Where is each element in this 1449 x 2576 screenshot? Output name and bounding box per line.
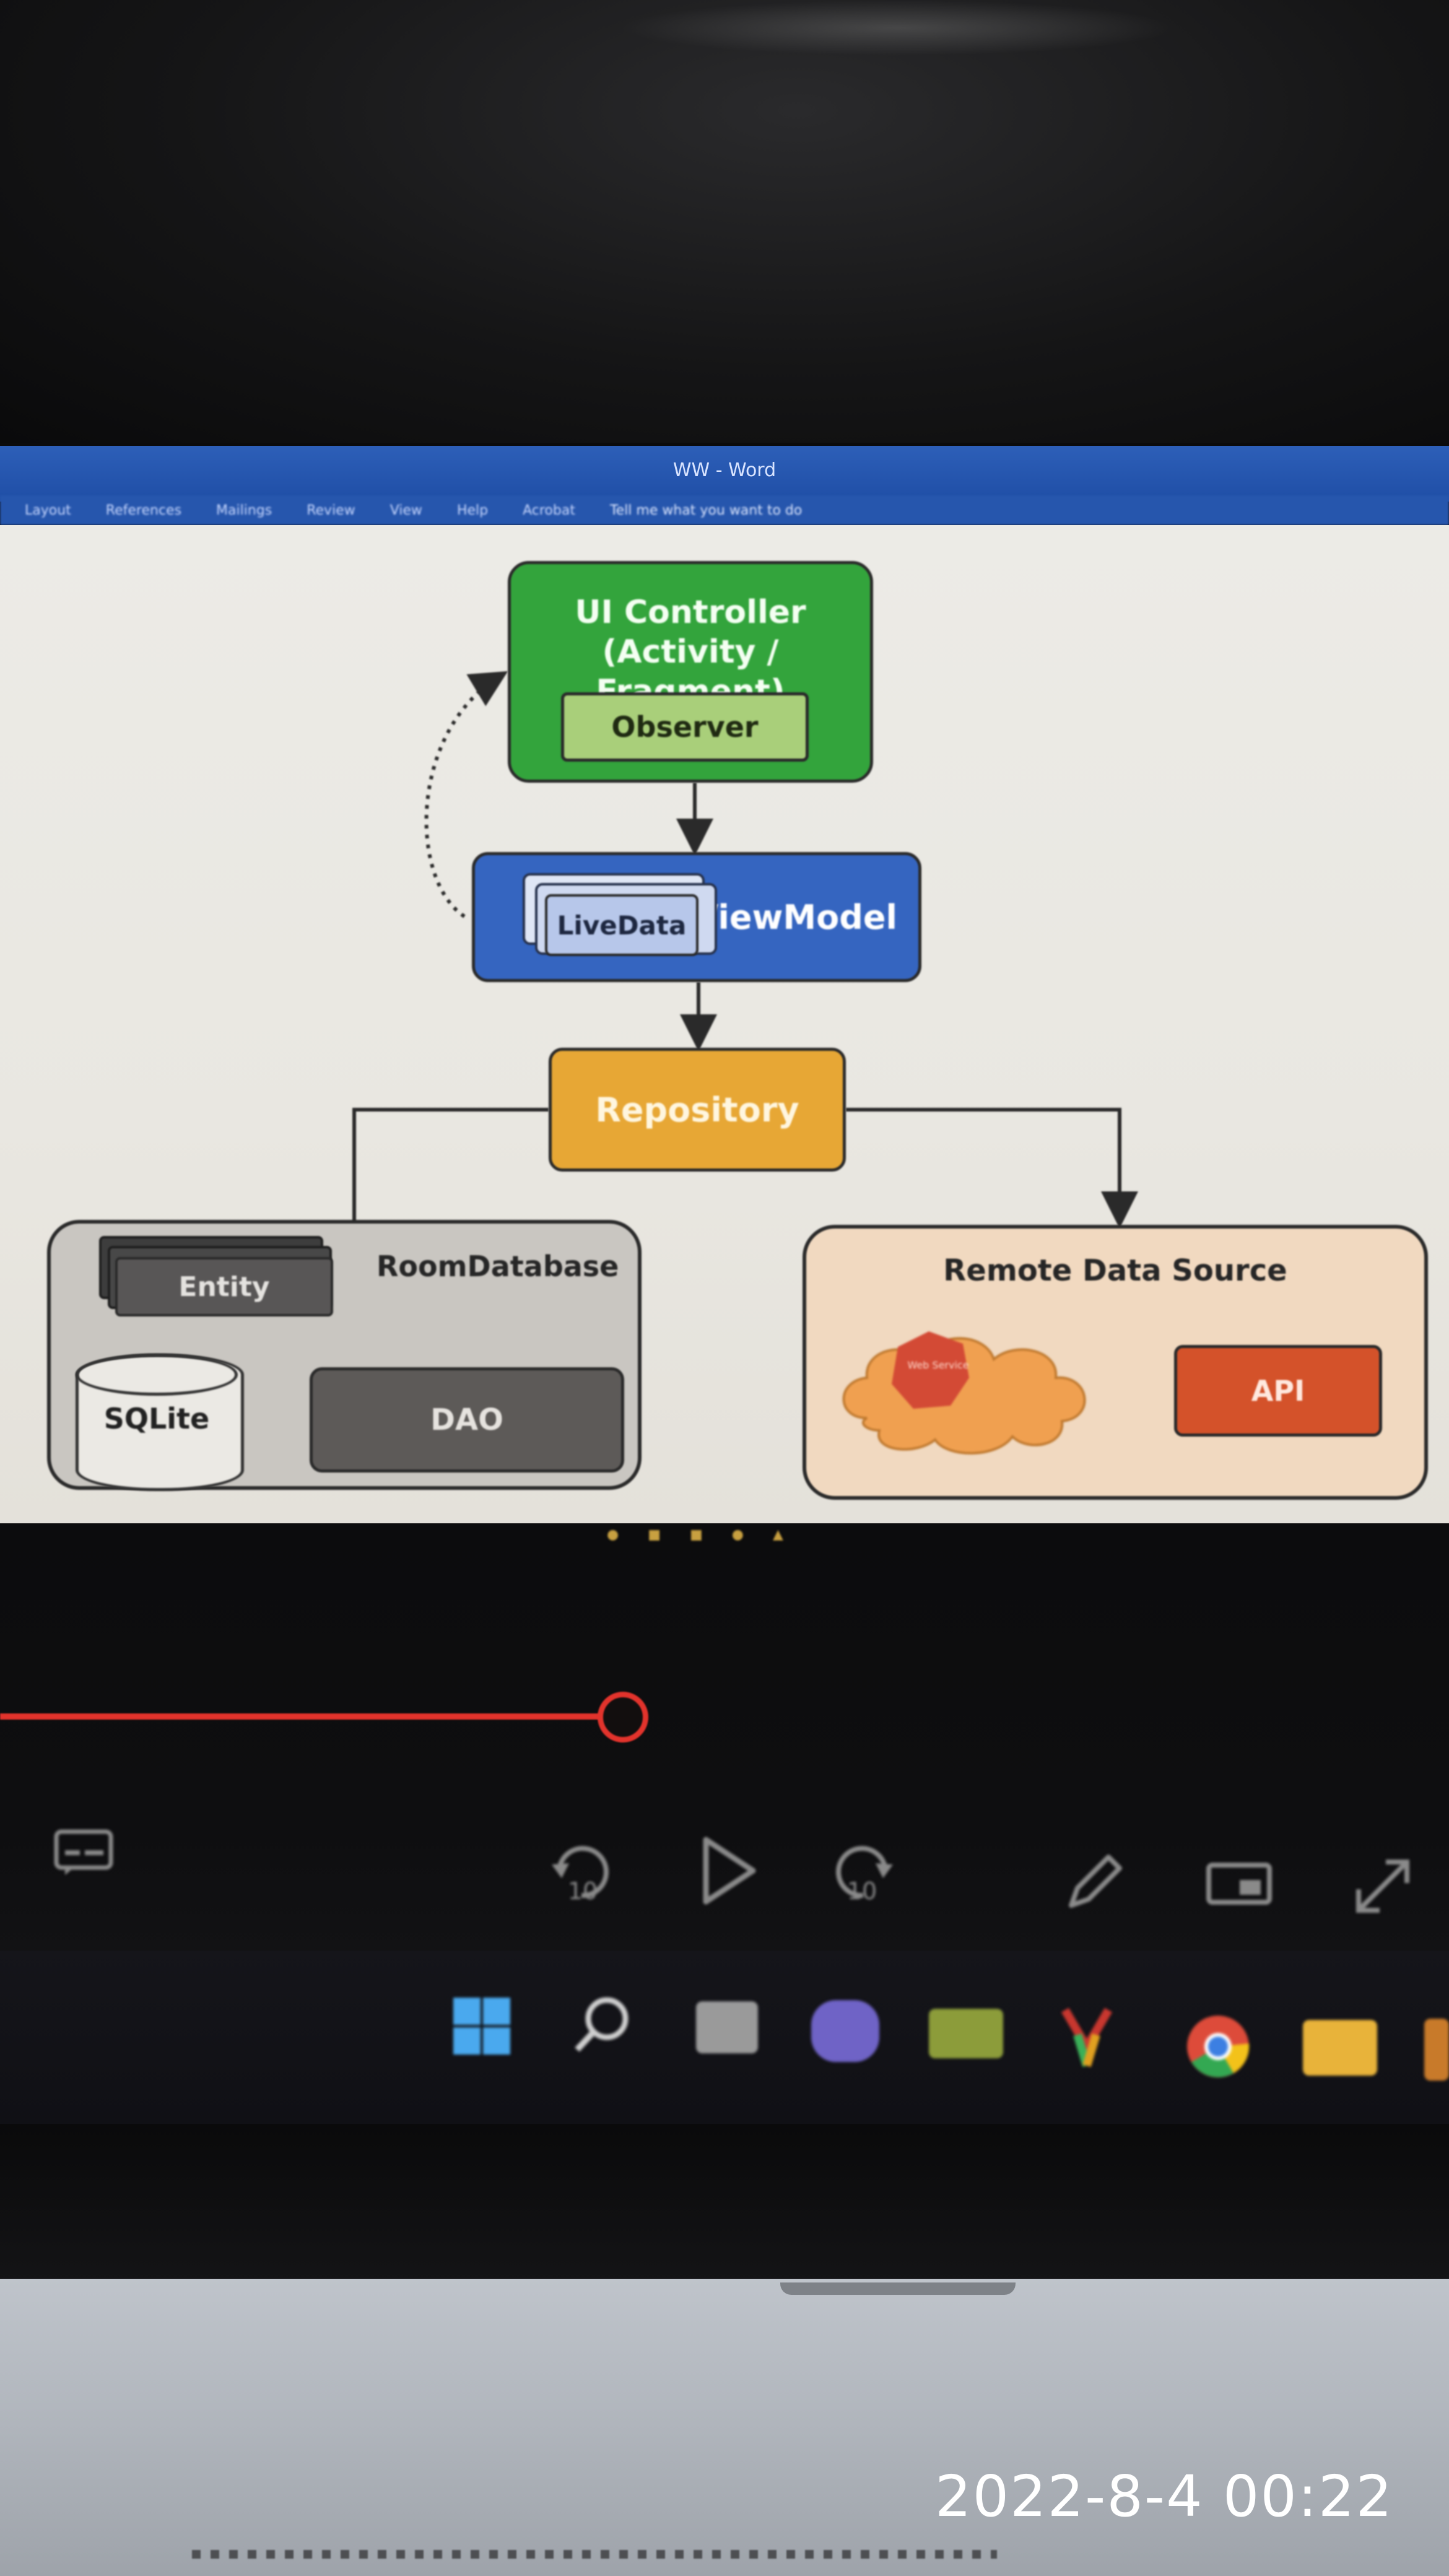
entity-box: Entity [115,1257,333,1316]
viewmodel-label: ViewModel [692,897,898,937]
laptop-chassis [0,2279,1449,2576]
file-explorer-icon[interactable] [696,2001,758,2053]
light-glare [619,0,1177,56]
observer-box: Observer [561,692,809,762]
fullscreen-icon[interactable] [1342,1849,1423,1923]
minecraft-icon[interactable] [929,2009,1003,2058]
word-title-bar: WW - Word [0,446,1449,502]
tell-me-box[interactable]: Tell me what you want to do [609,502,803,518]
tab-help[interactable]: Help [456,502,489,518]
windows-start-icon[interactable] [451,1995,513,2057]
rewind-10-icon[interactable]: 10 [544,1837,618,1911]
repository-label: Repository [595,1090,799,1129]
laptop-hinge [780,2282,1016,2295]
pen-icon[interactable] [1053,1845,1133,1920]
livedata-label: LiveData [557,910,687,941]
app-icon[interactable] [1424,2019,1449,2081]
sqlite-label: SQLite [103,1402,210,1435]
ribbon-tabs: Layout References Mailings Review View H… [0,495,1449,525]
tab-view[interactable]: View [389,502,422,518]
tab-mailings[interactable]: Mailings [216,502,272,518]
photo-timestamp: 2022-8-4 00:22 [935,2463,1393,2530]
progress-thumb[interactable] [598,1692,648,1743]
chrome-icon[interactable] [1184,2012,1252,2081]
tab-review[interactable]: Review [307,502,355,518]
sqlite-cylinder-top [76,1354,238,1396]
teams-icon[interactable] [811,2000,879,2062]
progress-bar[interactable] [0,1713,623,1720]
office-icon[interactable] [1053,2004,1121,2072]
tab-acrobat[interactable]: Acrobat [523,502,575,518]
background-wall [0,0,1449,443]
ui-controller-label: UI Controller (Activity / Fragment) [575,594,806,710]
api-box: API [1174,1345,1382,1437]
web-service-hint: Web Service [907,1359,968,1371]
observer-label: Observer [611,710,759,744]
miniplayer-icon[interactable] [1199,1853,1279,1915]
room-database-label: RoomDatabase [376,1250,619,1283]
status-icons-strip: ● ■ ■ ● ▲ [607,1527,796,1543]
forward-10-icon[interactable]: 10 [824,1837,904,1911]
keyboard-edge [192,2550,997,2559]
repository-box: Repository [549,1048,846,1172]
svg-text:10: 10 [847,1878,877,1905]
entity-label: Entity [178,1271,270,1303]
dao-label: DAO [430,1403,503,1437]
play-icon[interactable] [687,1830,768,1911]
api-label: API [1251,1374,1305,1408]
arrow-repository-to-remote [846,1108,1138,1229]
laptop-bezel [0,2124,1449,2285]
tab-references[interactable]: References [105,502,182,518]
dao-box: DAO [310,1367,624,1473]
remote-data-source-label: Remote Data Source [943,1253,1287,1288]
livedata-box: LiveData [545,894,698,956]
tab-layout[interactable]: Layout [25,502,71,518]
search-icon[interactable] [568,1990,637,2058]
cloud-icon: Web Service [842,1331,1086,1455]
captions-icon[interactable] [50,1821,118,1882]
svg-text:10: 10 [568,1878,598,1905]
window-title: WW - Word [672,459,777,481]
folder-icon[interactable] [1303,2020,1377,2076]
